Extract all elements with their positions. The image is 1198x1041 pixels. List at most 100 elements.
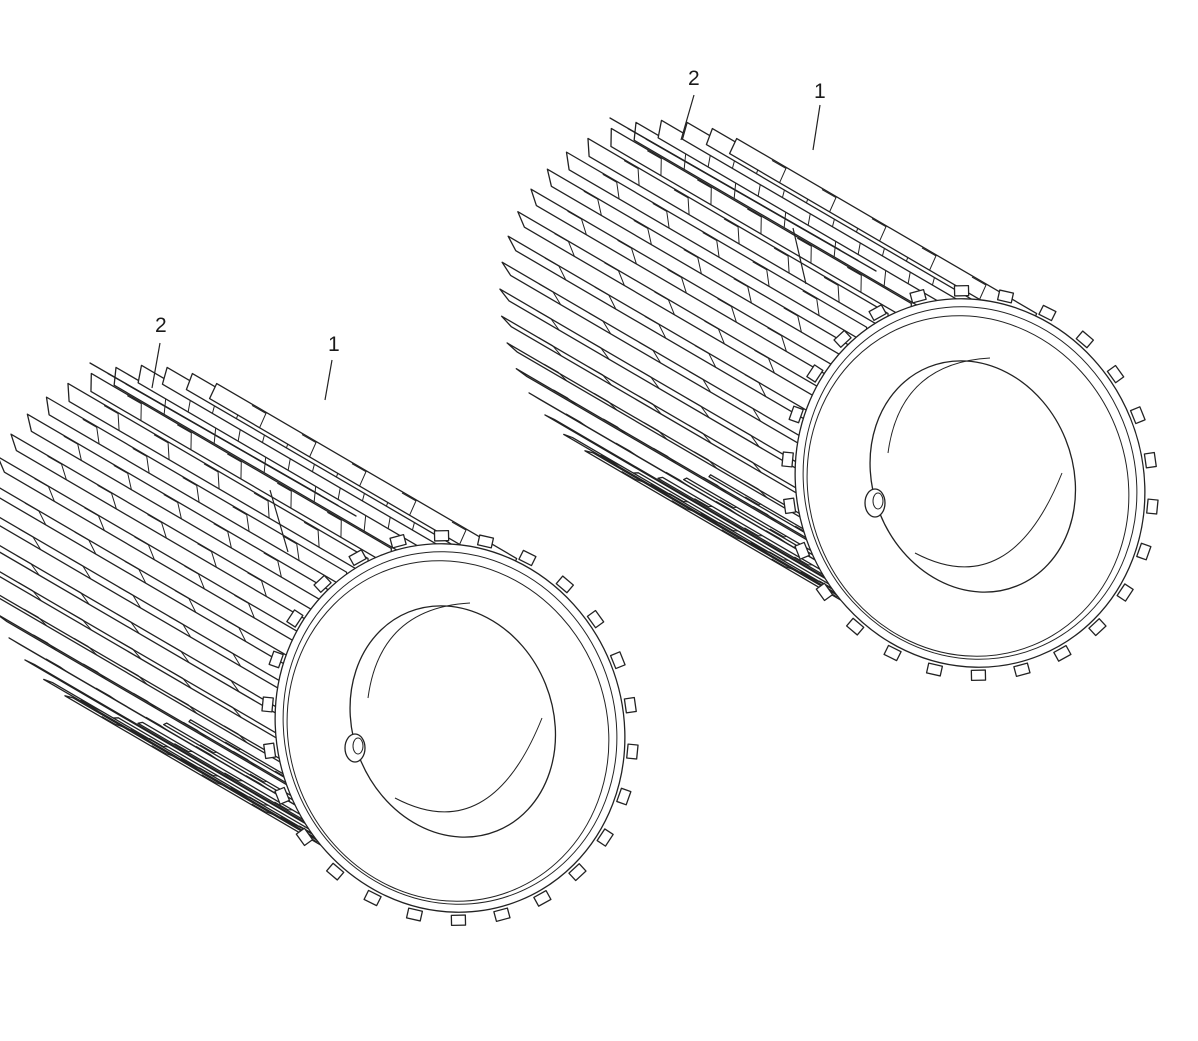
front-spline-notch: [183, 721, 207, 739]
callout-leader-rear-1b: [792, 227, 807, 285]
rear-spline-notch: [544, 257, 567, 281]
front-spline-notch: [213, 523, 232, 549]
front-spline-notch: [113, 464, 132, 490]
callout-label-front-2: 2: [155, 314, 167, 337]
front-front-disc-rim: [282, 551, 618, 905]
front-spline-notch: [174, 743, 193, 753]
front-spline-notch: [97, 484, 117, 510]
front-spline-notch: [168, 669, 192, 689]
front-spline-notch: [163, 494, 182, 519]
front-rim-tooth: [295, 827, 314, 847]
rear-spline-notch: [633, 219, 652, 245]
rear-rim-tooth: [925, 662, 944, 677]
front-spline-notch: [253, 492, 270, 519]
front-spline-notch: [303, 521, 320, 548]
rear-spline-notch: [588, 366, 612, 386]
front-spline-notch: [280, 816, 303, 829]
rear-spline-notch: [694, 345, 717, 368]
rear-rim-tooth: [1106, 364, 1125, 384]
front-spline-notch: [130, 728, 153, 742]
front-spline-notch: [18, 582, 42, 602]
front-spline-notch: [223, 725, 248, 744]
rear-spline-notch: [567, 210, 587, 235]
rear-rim-tooth: [845, 617, 865, 636]
rear-spline-notch: [536, 310, 560, 331]
rear-spline-notch: [794, 556, 813, 566]
rear-spline-notch: [723, 218, 740, 244]
callout-label-rear-1: 1: [814, 80, 826, 103]
front-spline-notch: [233, 751, 257, 768]
rear-spline-notch: [771, 558, 793, 570]
rear-spline-notch: [538, 283, 562, 305]
rear-rim-tooth: [794, 541, 811, 560]
rear-spline-notch: [647, 150, 662, 176]
front-rim-tooth: [476, 534, 495, 549]
rear-rim-tooth: [783, 497, 797, 515]
front-rim-tooth: [568, 863, 587, 882]
front-spline-notch: [84, 507, 105, 531]
front-rim-tooth: [268, 650, 284, 669]
front-spline-notch: [174, 590, 197, 613]
callout-leader-rear-2: [680, 94, 695, 141]
rear-spline-notch: [738, 400, 762, 422]
rear-spline-notch: [800, 571, 823, 584]
rear-rim-tooth: [833, 329, 852, 348]
front-spline-notch: [24, 502, 47, 526]
rear-spline-notch: [717, 298, 737, 323]
front-spline-notch: [133, 692, 157, 710]
rear-spline-notch: [700, 512, 723, 526]
rear-spline-notch: [602, 173, 620, 200]
rear-spline-notch: [588, 312, 612, 335]
front-spline-notch: [224, 772, 243, 782]
callout-leader-front-1: [324, 359, 333, 401]
front-spline-notch: [118, 640, 142, 660]
rear-rim-tooth: [788, 405, 804, 424]
front-rim-tooth: [555, 575, 575, 594]
front-spline-notch: [18, 528, 42, 550]
rear-spline-notch: [752, 261, 770, 287]
rear-spline-notch: [821, 189, 837, 213]
rear-spline-notch: [683, 249, 702, 274]
rear-rim-tooth: [868, 304, 887, 322]
front-bore-inner-edge-top: [367, 602, 471, 699]
front-spline-notch: [249, 773, 267, 783]
front-spline-notch: [199, 744, 217, 754]
rear-rim-tooth: [1116, 583, 1134, 602]
rear-spline-notch: [652, 202, 670, 229]
front-rim-tooth: [533, 889, 552, 907]
rear-rim-tooth: [815, 582, 834, 602]
callout-leader-front-2: [151, 342, 161, 389]
front-spline-notch: [68, 557, 92, 580]
clutch-pack-front: [0, 362, 639, 927]
front-separator-plate: [125, 383, 357, 517]
front-hub-pin: [344, 733, 366, 763]
front-spline-notch: [68, 611, 92, 631]
rear-spline-notch: [773, 247, 790, 274]
front-spline-notch: [80, 699, 103, 713]
front-spline-notch: [182, 477, 200, 503]
front-rim-tooth: [623, 696, 637, 714]
rear-bore-inner-edge: [914, 472, 1063, 568]
front-spline-notch: [195, 745, 220, 761]
front-spline-notch: [145, 716, 170, 732]
rear-spline-notch: [721, 529, 743, 541]
rear-spline-notch: [604, 262, 625, 286]
front-spline-notch: [451, 521, 467, 545]
front-spline-bar: [0, 571, 292, 748]
rear-spline-notch: [686, 397, 710, 418]
rear-rim-tooth: [1038, 304, 1057, 322]
front-rim-tooth: [616, 787, 632, 806]
front-spline-notch: [230, 787, 253, 800]
rear-spline-notch: [802, 290, 820, 316]
rear-hub-pin-hole: [872, 492, 884, 510]
front-spline-notch: [277, 482, 292, 509]
front-spline-notch: [227, 453, 242, 479]
front-spline-notch: [166, 642, 190, 663]
front-spline-notch: [201, 774, 223, 786]
front-spline-notch: [251, 404, 267, 428]
rear-spline-notch: [631, 464, 655, 479]
rear-spline-notch: [638, 395, 662, 415]
rear-spline-notch: [871, 218, 887, 242]
front-spline-notch: [274, 801, 293, 811]
front-spline-notch: [61, 680, 85, 695]
